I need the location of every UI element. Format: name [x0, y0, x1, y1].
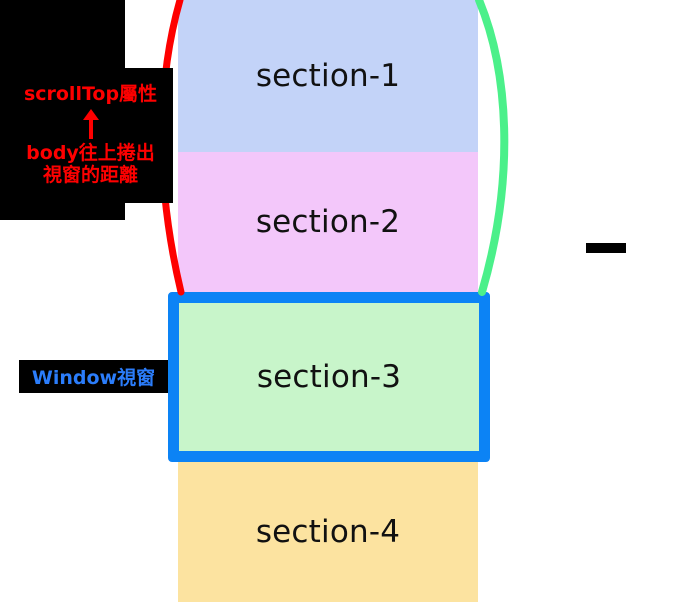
window-label: Window視窗: [31, 367, 156, 389]
section-block-4: section-4: [178, 462, 478, 602]
scrolltop-line-2: body往上捲出: [26, 142, 155, 165]
section-block-2: section-2: [178, 152, 478, 292]
scrolltop-line-1: scrollTop屬性: [23, 83, 158, 106]
window-viewport-annotation: Window視窗: [19, 360, 168, 393]
scrolltop-line-3: 視窗的距離: [42, 163, 138, 186]
section-block-1: section-1: [178, 0, 478, 152]
scrollheight-redaction-bar-lower: [586, 243, 626, 253]
section-label-3: section-3: [256, 359, 402, 395]
section-block-3-viewport-highlight: section-3: [168, 292, 490, 462]
section-label-1: section-1: [255, 58, 401, 94]
scroll-height-bracket-curve: [475, 0, 509, 296]
section-label-2: section-2: [255, 204, 401, 240]
scrollheight-redaction-bar: [592, 228, 660, 245]
section-label-4: section-4: [255, 514, 401, 550]
scrolltop-annotation: scrollTop屬性 body往上捲出 視窗的距離: [8, 68, 173, 203]
up-arrow-icon: [80, 109, 102, 140]
